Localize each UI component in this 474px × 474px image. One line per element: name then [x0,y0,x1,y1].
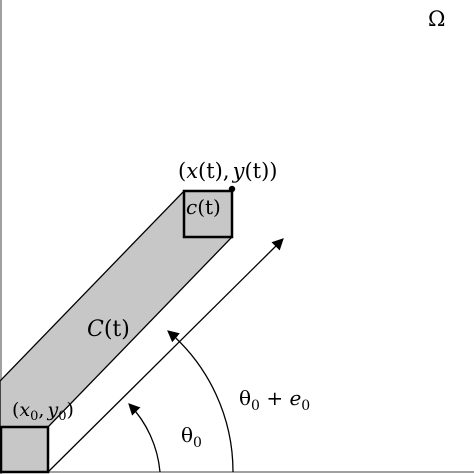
direction-ray [47,238,284,473]
endpoint-dot [228,185,236,193]
start-label: (x0,y0) [12,399,74,424]
angle-outer-label: θ0 + e0 [239,386,310,414]
start-box [0,425,50,474]
angle-arc-outer [167,330,234,473]
small-box-label: c(t) [186,195,221,219]
band-label: C(t) [87,317,130,342]
region-label: Ω [428,7,445,31]
endpoint-label: (x(t),y(t)) [178,159,277,183]
end-box [182,189,234,239]
angle-inner-label: θ0 [181,423,202,451]
angle-arc-inner [128,403,161,473]
